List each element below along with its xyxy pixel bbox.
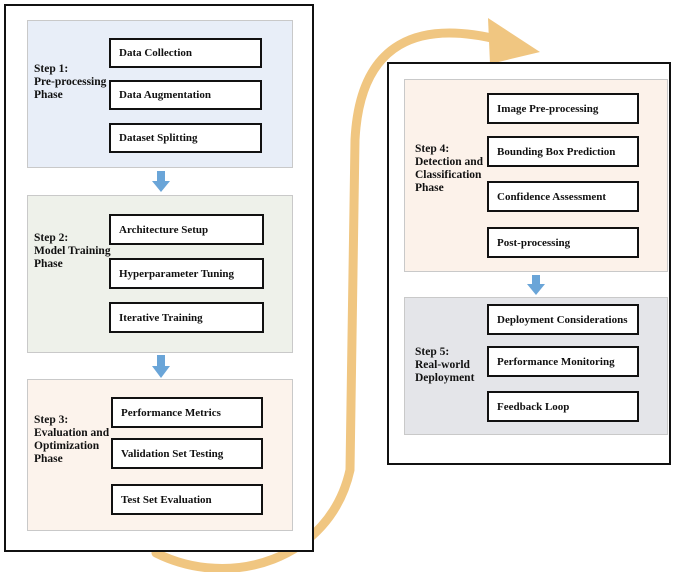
step-data-collection: Data Collection bbox=[109, 38, 262, 68]
phase-5-box: Step 5: Real-world Deployment Deployment… bbox=[404, 297, 668, 435]
step-performance-monitoring: Performance Monitoring bbox=[487, 346, 639, 377]
step-data-augmentation: Data Augmentation bbox=[109, 80, 262, 110]
phase-1-label: Step 1: Pre-processing Phase bbox=[34, 63, 107, 101]
phase-3-label: Step 3: Evaluation and Optimization Phas… bbox=[34, 414, 110, 465]
step-architecture-setup: Architecture Setup bbox=[109, 214, 264, 245]
phase-4-label: Step 4: Detection and Classification Pha… bbox=[415, 143, 484, 194]
down-arrow-1 bbox=[152, 171, 170, 192]
down-arrow-2 bbox=[152, 355, 170, 378]
step-performance-metrics: Performance Metrics bbox=[111, 397, 263, 428]
step-feedback-loop: Feedback Loop bbox=[487, 391, 639, 422]
phase-5-label: Step 5: Real-world Deployment bbox=[415, 346, 475, 384]
step-iterative-training: Iterative Training bbox=[109, 302, 264, 333]
step-test-set-evaluation: Test Set Evaluation bbox=[111, 484, 263, 515]
step-validation-set-testing: Validation Set Testing bbox=[111, 438, 263, 469]
step-deployment-considerations: Deployment Considerations bbox=[487, 304, 639, 335]
step-image-pre-processing: Image Pre-processing bbox=[487, 93, 639, 124]
phase-1-box: Step 1: Pre-processing Phase Data Collec… bbox=[27, 20, 293, 168]
step-confidence-assessment: Confidence Assessment bbox=[487, 181, 639, 212]
step-hyperparameter-tuning: Hyperparameter Tuning bbox=[109, 258, 264, 289]
phase-4-box: Step 4: Detection and Classification Pha… bbox=[404, 79, 668, 272]
step-post-processing: Post-processing bbox=[487, 227, 639, 258]
phase-2-box: Step 2: Model Training Phase Architectur… bbox=[27, 195, 293, 353]
phase-3-box: Step 3: Evaluation and Optimization Phas… bbox=[27, 379, 293, 531]
step-bounding-box-prediction: Bounding Box Prediction bbox=[487, 136, 639, 167]
phase-2-label: Step 2: Model Training Phase bbox=[34, 232, 111, 270]
step-dataset-splitting: Dataset Splitting bbox=[109, 123, 262, 153]
down-arrow-3 bbox=[527, 275, 545, 295]
